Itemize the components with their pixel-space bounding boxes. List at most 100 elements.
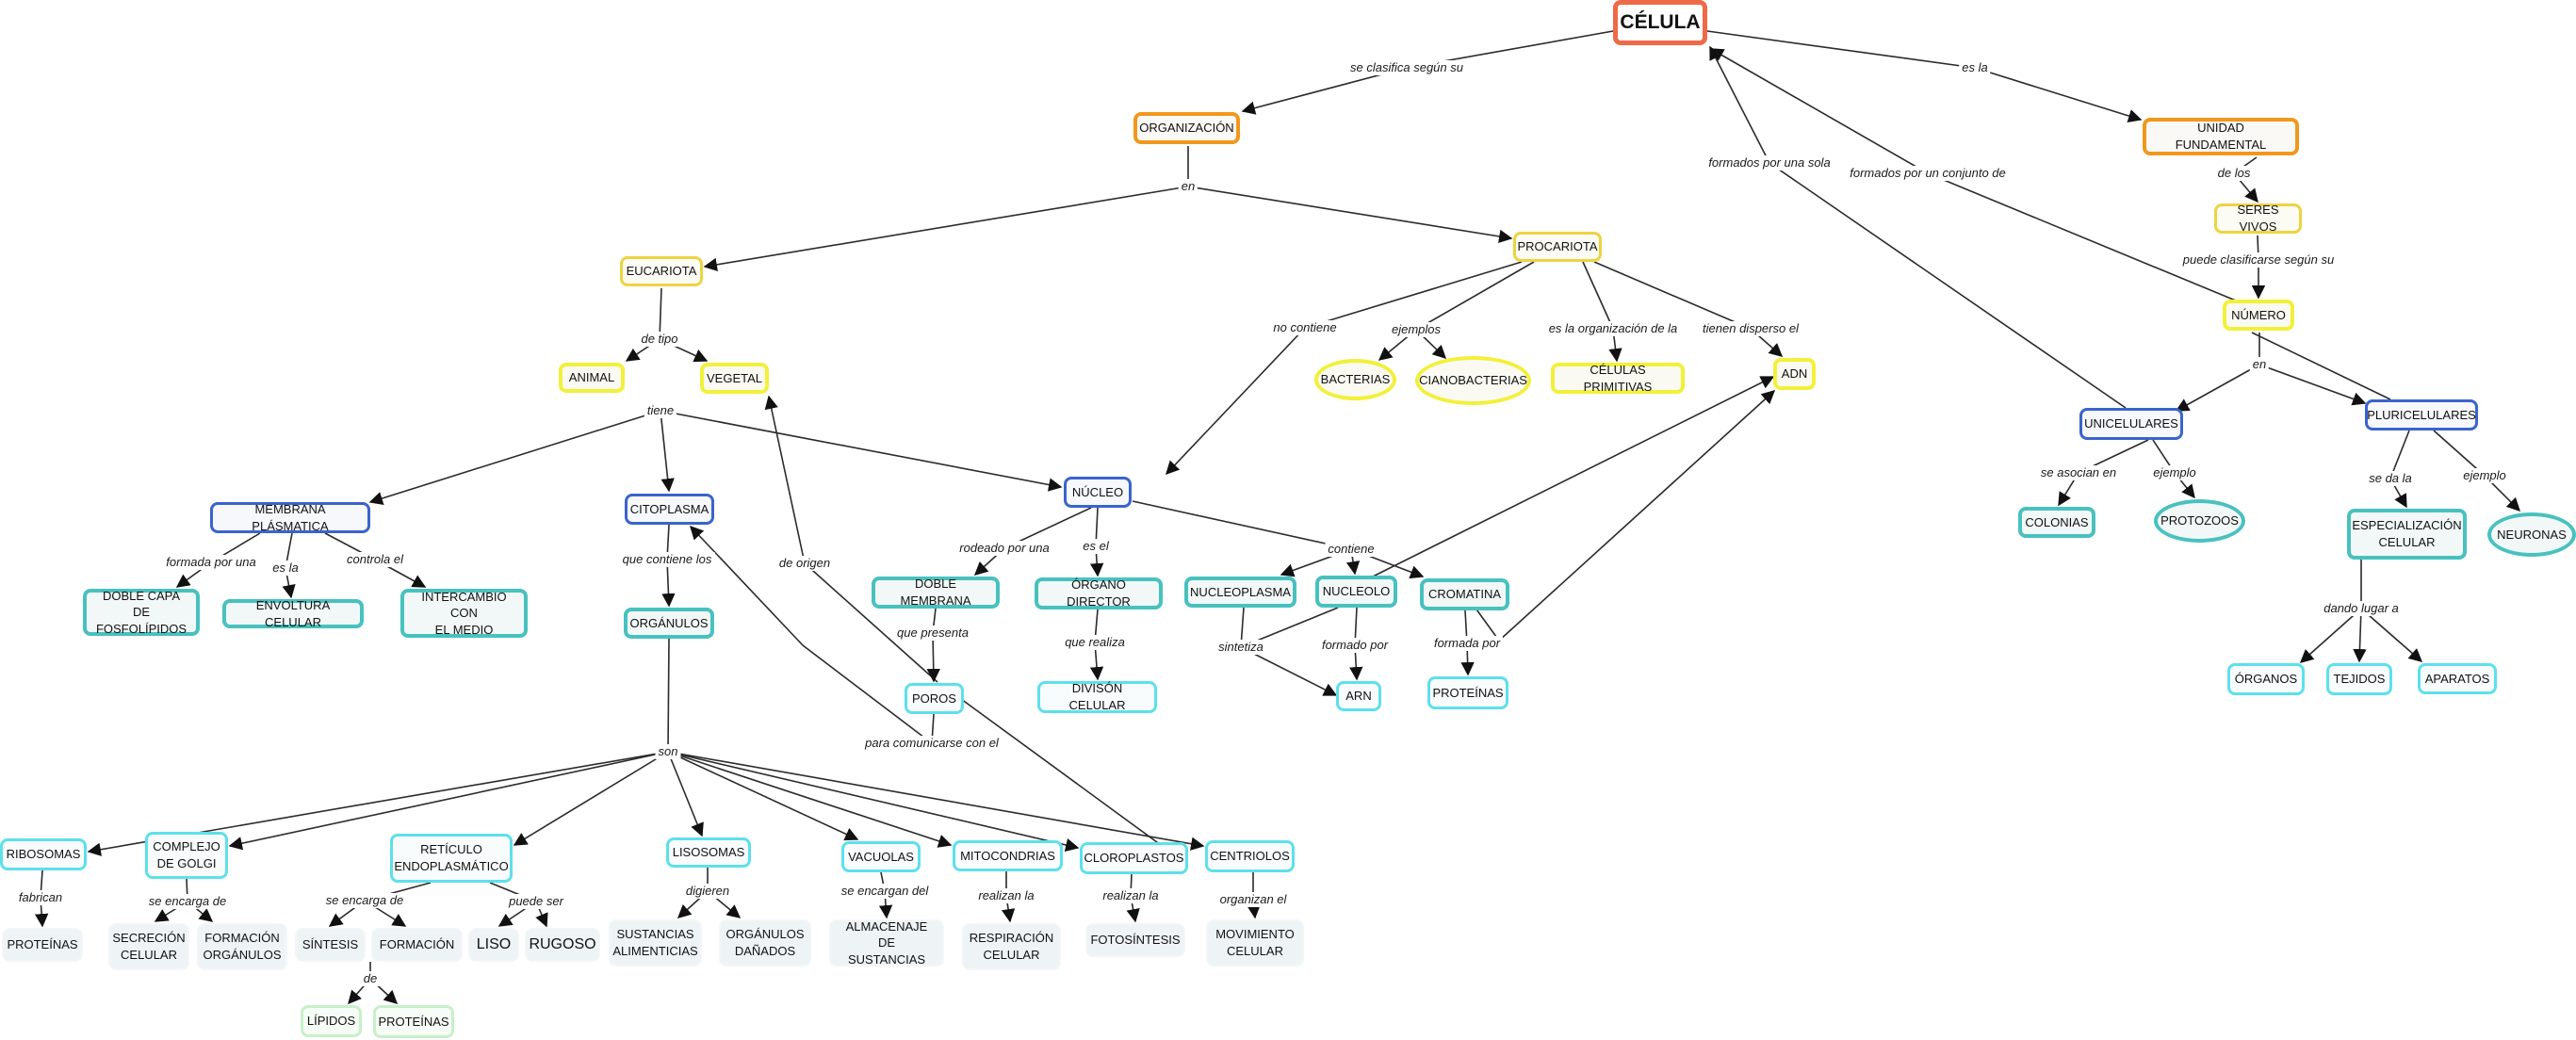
node-membrana-plasmatica[interactable]: MEMBRANA PLÁSMATICA bbox=[210, 502, 370, 533]
node-almacenaje[interactable]: ALMACENAJE DE SUSTANCIAS bbox=[829, 919, 944, 967]
node-vegetal[interactable]: VEGETAL bbox=[700, 363, 769, 394]
node-organulos[interactable]: ORGÁNULOS bbox=[624, 608, 714, 639]
node-organulos-danados[interactable]: ORGÁNULOS DAÑADOS bbox=[719, 919, 811, 967]
node-animal[interactable]: ANIMAL bbox=[559, 363, 625, 393]
connector-lines bbox=[34, 30, 2521, 1005]
link-label: de origen bbox=[775, 556, 834, 571]
connector-arrow bbox=[368, 410, 661, 505]
link-label: controla el bbox=[344, 552, 406, 567]
node-doble-capa[interactable]: DOBLE CAPA DE FOSFOLÍPIDOS bbox=[83, 589, 200, 636]
node-proteinas-reticulo[interactable]: PROTEÍNAS bbox=[373, 1005, 454, 1038]
connector-line bbox=[1304, 261, 1523, 329]
node-formacion-organulos[interactable]: FORMACIÓN ORGÁNULOS bbox=[197, 923, 287, 970]
node-unidad-fundamental[interactable]: UNIDAD FUNDAMENTAL bbox=[2143, 118, 2299, 155]
node-rugoso[interactable]: RUGOSO bbox=[525, 928, 600, 962]
node-pluricelulares[interactable]: PLURICELULARES bbox=[2365, 399, 2478, 431]
link-label: se asocian en bbox=[2037, 465, 2120, 480]
node-lisosomas[interactable]: LISOSOMAS bbox=[666, 837, 751, 868]
link-label: que contiene los bbox=[619, 552, 715, 567]
node-organo-director[interactable]: ÓRGANO DIRECTOR bbox=[1035, 577, 1163, 609]
node-aparatos[interactable]: APARATOS bbox=[2418, 663, 2497, 694]
node-doble-membrana[interactable]: DOBLE MEMBRANA bbox=[872, 577, 1000, 609]
node-secrecion-celular[interactable]: SECRECIÓN CELULAR bbox=[108, 923, 189, 970]
connector-arrow bbox=[2360, 608, 2423, 662]
node-celulas-primitivas[interactable]: CÉLULAS PRIMITIVAS bbox=[1551, 363, 1685, 394]
node-ribosomas[interactable]: RIBOSOMAS bbox=[0, 838, 87, 870]
link-label: se encarga de bbox=[145, 894, 230, 909]
node-lipidos[interactable]: LÍPIDOS bbox=[301, 1005, 362, 1037]
link-label: no contiene bbox=[1270, 320, 1340, 335]
link-label: es la bbox=[269, 561, 302, 576]
node-poros[interactable]: POROS bbox=[905, 683, 964, 714]
link-label: formada por una bbox=[163, 555, 259, 570]
node-division-celular[interactable]: DIVISÓN CELULAR bbox=[1037, 681, 1157, 713]
connector-arrow bbox=[1709, 45, 1770, 164]
node-proteinas-ribosomas[interactable]: PROTEÍNAS bbox=[2, 928, 83, 962]
node-eucariota[interactable]: EUCARIOTA bbox=[620, 256, 703, 286]
connector-arrow bbox=[667, 751, 953, 848]
connector-line bbox=[804, 562, 938, 683]
connector-arrow bbox=[660, 410, 1063, 492]
node-complejo-golgi[interactable]: COMPLEJO DE GOLGI bbox=[145, 832, 228, 879]
node-citoplasma[interactable]: CITOPLASMA bbox=[625, 494, 714, 525]
connector-line bbox=[659, 287, 662, 340]
link-label: contiene bbox=[1325, 542, 1378, 557]
node-adn[interactable]: ADN bbox=[1773, 358, 1816, 390]
link-label: es la organización de la bbox=[1545, 321, 1681, 336]
connector-arrow bbox=[1498, 390, 1776, 642]
link-label: formados por una sola bbox=[1705, 155, 1834, 171]
link-label: se encargan del bbox=[838, 884, 932, 899]
connector-arrow bbox=[1709, 48, 1929, 174]
node-procariota[interactable]: PROCARIOTA bbox=[1513, 232, 1602, 262]
node-tejidos[interactable]: TEJIDOS bbox=[2326, 663, 2392, 695]
node-nucleo[interactable]: NÚCLEO bbox=[1064, 477, 1132, 508]
link-label: de los bbox=[2214, 166, 2254, 181]
connector-line bbox=[667, 638, 670, 753]
node-celula[interactable]: CÉLULA bbox=[1613, 0, 1707, 45]
node-protozoos[interactable]: PROTOZOOS bbox=[2154, 499, 2245, 543]
connector-line bbox=[1415, 261, 1535, 331]
connector-arrow bbox=[690, 525, 804, 646]
node-nucleolo[interactable]: NUCLEOLO bbox=[1315, 576, 1397, 608]
node-cloroplastos[interactable]: CLOROPLASTOS bbox=[1080, 842, 1188, 874]
node-envoltura-celular[interactable]: ENVOLTURA CELULAR bbox=[222, 598, 364, 629]
link-label: organizan el bbox=[1216, 892, 1290, 907]
node-vacuolas[interactable]: VACUOLAS bbox=[841, 841, 921, 872]
connector-arrow bbox=[2175, 364, 2260, 412]
node-mitocondrias[interactable]: MITOCONDRIAS bbox=[953, 840, 1063, 871]
link-label: que presenta bbox=[894, 626, 971, 641]
node-seres-vivos[interactable]: SERES VIVOS bbox=[2214, 203, 2302, 234]
connector-line bbox=[1769, 162, 2127, 409]
link-label: que realiza bbox=[1062, 635, 1128, 650]
node-organos[interactable]: ÓRGANOS bbox=[2227, 663, 2305, 695]
node-cromatina[interactable]: CROMATINA bbox=[1420, 578, 1509, 610]
node-bacterias[interactable]: BACTERIAS bbox=[1314, 359, 1396, 400]
node-colonias[interactable]: COLONIAS bbox=[2018, 507, 2095, 538]
link-label: tiene bbox=[644, 403, 677, 418]
node-unicelulares[interactable]: UNICELULARES bbox=[2079, 408, 2183, 440]
node-neuronas[interactable]: NEURONAS bbox=[2487, 512, 2576, 557]
link-label: es el bbox=[1080, 539, 1112, 554]
connector-arrow bbox=[1166, 327, 1306, 476]
connector-arrow bbox=[667, 751, 1080, 853]
node-organizacion[interactable]: ORGANIZACIÓN bbox=[1133, 112, 1240, 144]
node-especializacion[interactable]: ESPECIALIZACIÓN CELULAR bbox=[2347, 509, 2467, 560]
node-centriolos[interactable]: CENTRIOLOS bbox=[1205, 840, 1295, 872]
node-arn[interactable]: ARN bbox=[1336, 681, 1381, 711]
node-cianobacterias[interactable]: CIANOBACTERIAS bbox=[1415, 356, 1531, 405]
node-proteinas-cromatina[interactable]: PROTEÍNAS bbox=[1427, 676, 1508, 709]
connector-arrow bbox=[661, 559, 676, 608]
node-intercambio[interactable]: INTERCAMBIO CON EL MEDIO bbox=[400, 589, 528, 638]
node-movimiento-celular[interactable]: MOVIMIENTO CELULAR bbox=[1206, 919, 1304, 967]
link-label: formada por bbox=[1430, 636, 1504, 651]
node-fotosintesis[interactable]: FOTOSÍNTESIS bbox=[1085, 923, 1185, 957]
node-numero[interactable]: NÚMERO bbox=[2223, 300, 2294, 331]
node-respiracion-celular[interactable]: RESPIRACIÓN CELULAR bbox=[962, 923, 1061, 970]
node-reticulo[interactable]: RETÍCULO ENDOPLASMÁTICO bbox=[390, 834, 513, 883]
node-nucleoplasma[interactable]: NUCLEOPLASMA bbox=[1184, 577, 1296, 608]
node-formacion[interactable]: FORMACIÓN bbox=[371, 928, 463, 962]
node-sintesis[interactable]: SÍNTESIS bbox=[295, 928, 366, 962]
node-liso[interactable]: LISO bbox=[468, 928, 519, 962]
node-sustancias-alimenticias[interactable]: SUSTANCIAS ALIMENTICIAS bbox=[609, 919, 702, 967]
connector-arrow bbox=[228, 751, 669, 851]
